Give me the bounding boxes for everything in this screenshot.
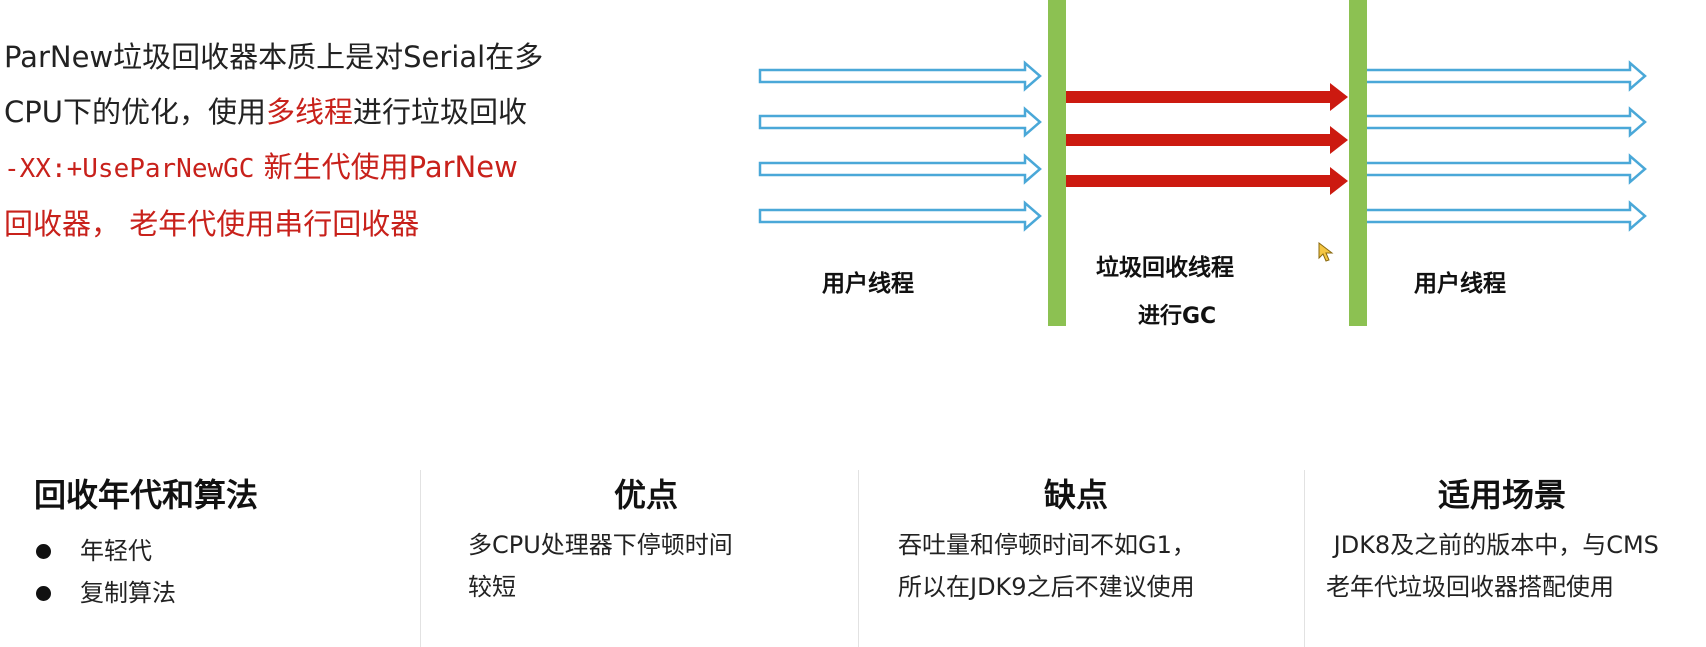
bullet-icon	[36, 586, 51, 601]
summary-table: 回收年代和算法 年轻代 复制算法 优点 多CPU处理器下停顿时间 较短	[0, 470, 1706, 647]
user-thread-arrow	[758, 60, 1042, 92]
user-thread-arrow	[758, 106, 1042, 138]
column-body: JDK8及之前的版本中，与CMS 老年代垃圾回收器搭配使用	[1326, 524, 1702, 608]
body-line: 较短	[468, 573, 516, 601]
gc-threads-label: 垃圾回收线程	[1096, 255, 1234, 281]
column-divider	[420, 470, 421, 647]
stop-the-world-bar-left	[1048, 0, 1066, 326]
list-item-label: 年轻代	[80, 537, 152, 565]
column-body: 多CPU处理器下停顿时间 较短	[468, 524, 848, 608]
intro-line-1: ParNew垃圾回收器本质上是对Serial在多	[4, 40, 544, 74]
column-title: 适用场景	[1438, 476, 1567, 514]
column-title: 优点	[614, 476, 679, 514]
body-line: 吞吐量和停顿时间不如G1，	[898, 531, 1196, 559]
column-divider	[858, 470, 859, 647]
column-divider	[1304, 470, 1305, 647]
intro-line-4: 回收器， 老年代使用串行回收器	[4, 207, 420, 241]
column-title: 回收年代和算法	[34, 476, 259, 514]
list-item-label: 复制算法	[80, 579, 176, 607]
body-line: JDK8及之前的版本中，与CMS	[1326, 531, 1659, 559]
jvm-flag: -XX:+UseParNewGC	[4, 154, 255, 184]
gc-thread-arrow	[1065, 83, 1348, 111]
intro-line-2-end: 进行垃圾回收	[352, 95, 527, 129]
thread-diagram: 用户线程 垃圾回收线程 进行GC 用户线程	[758, 0, 1647, 329]
mouse-cursor-icon	[1318, 242, 1334, 262]
user-threads-label-right: 用户线程	[1414, 271, 1506, 297]
intro-text: ParNew垃圾回收器本质上是对Serial在多 CPU下的优化，使用多线程进行…	[4, 30, 624, 252]
body-line: 所以在JDK9之后不建议使用	[898, 573, 1195, 601]
user-thread-arrow	[1363, 200, 1647, 232]
column-title: 缺点	[1044, 476, 1109, 514]
user-thread-arrow	[758, 200, 1042, 232]
gc-threads-sublabel: 进行GC	[1138, 304, 1217, 329]
stop-the-world-bar-right	[1349, 0, 1367, 326]
column-advantages: 优点 多CPU处理器下停顿时间 较短	[468, 470, 848, 647]
list-item: 年轻代	[34, 530, 414, 572]
column-body: 吞吐量和停顿时间不如G1， 所以在JDK9之后不建议使用	[898, 524, 1298, 608]
gc-thread-arrows	[1065, 83, 1348, 195]
user-thread-arrow	[758, 153, 1042, 185]
bullet-icon	[36, 544, 51, 559]
column-use-cases: 适用场景 JDK8及之前的版本中，与CMS 老年代垃圾回收器搭配使用	[1326, 470, 1702, 647]
thread-diagram-svg	[758, 0, 1647, 326]
user-thread-arrows-left	[758, 60, 1042, 232]
user-thread-arrow	[1363, 60, 1647, 92]
user-threads-label-left: 用户线程	[822, 271, 914, 297]
intro-line-2-start: CPU下的优化，使用	[4, 95, 266, 129]
gc-thread-arrow	[1065, 167, 1348, 195]
list-item: 复制算法	[34, 572, 414, 614]
intro-line-2: CPU下的优化，使用多线程进行垃圾回收	[4, 85, 624, 140]
column-disadvantages: 缺点 吞吐量和停顿时间不如G1， 所以在JDK9之后不建议使用	[898, 470, 1298, 647]
user-thread-arrows-right	[1363, 60, 1647, 232]
user-thread-arrow	[1363, 153, 1647, 185]
column-generation-algorithm: 回收年代和算法 年轻代 复制算法	[34, 470, 414, 647]
intro-highlight-multithread: 多线程	[265, 95, 353, 129]
intro-line-3: -XX:+UseParNewGC 新生代使用ParNew	[4, 140, 624, 197]
bullet-list: 年轻代 复制算法	[34, 530, 414, 614]
gc-thread-arrow	[1065, 126, 1348, 154]
user-thread-arrow	[1363, 106, 1647, 138]
body-line: 老年代垃圾回收器搭配使用	[1326, 573, 1614, 601]
body-line: 多CPU处理器下停顿时间	[468, 531, 733, 559]
intro-line-3-end: 新生代使用ParNew	[254, 150, 518, 184]
